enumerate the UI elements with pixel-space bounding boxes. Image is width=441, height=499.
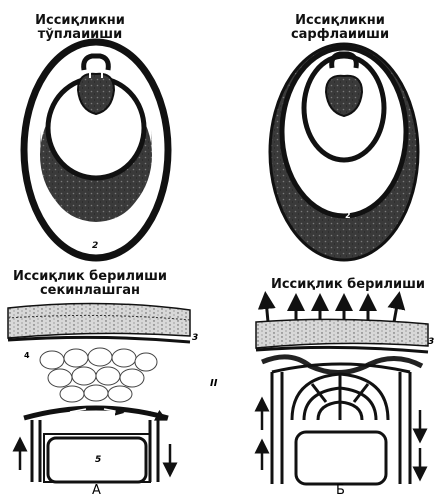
panel-a-num2: 2 xyxy=(92,241,98,251)
panel-a-letter: А xyxy=(92,483,101,498)
panel-a-num3: 3 xyxy=(192,333,198,343)
panel-a-num4: 4 xyxy=(24,351,30,360)
panel-a-num1: 1 xyxy=(97,146,103,155)
panel-b-num3: 3 xyxy=(428,337,434,347)
panel-b-circulation xyxy=(270,44,418,260)
panel-a-circulation xyxy=(24,42,168,258)
panel-a-num5: 5 xyxy=(95,455,101,465)
middle-mark: II xyxy=(210,378,218,389)
panel-b-tissue xyxy=(256,300,428,484)
panel-b-num2: 2 xyxy=(345,211,351,220)
panel-b-letter: Б xyxy=(336,483,345,498)
